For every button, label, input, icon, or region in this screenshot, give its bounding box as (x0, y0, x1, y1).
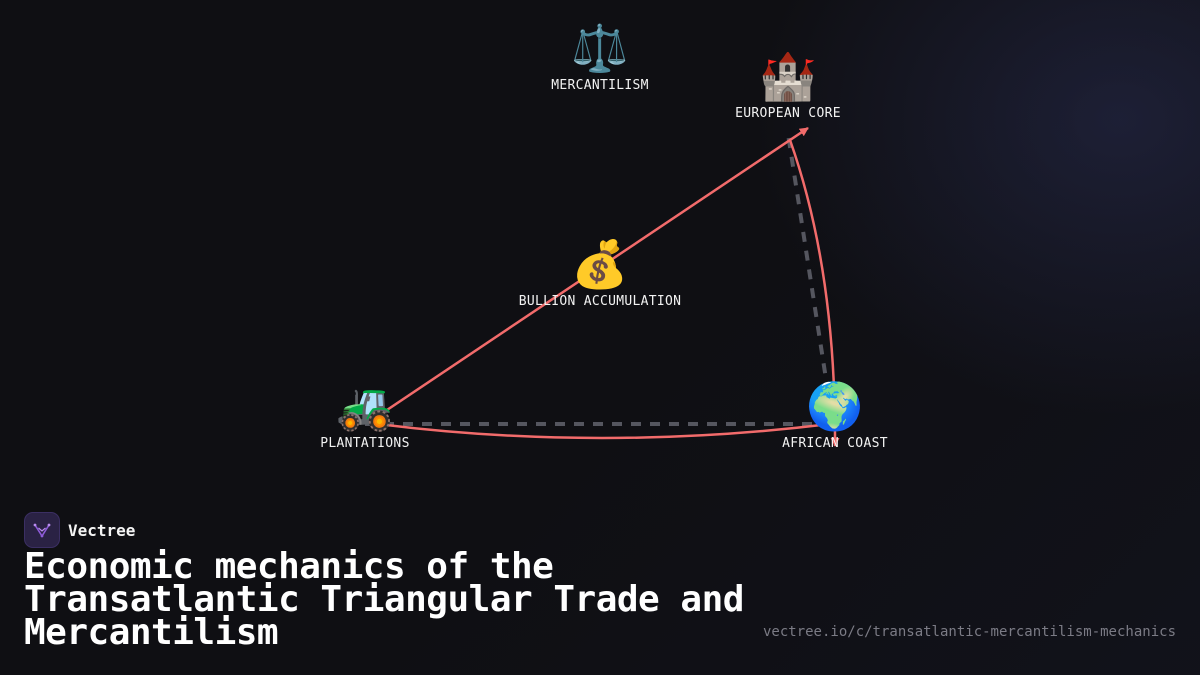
brand-name: Vectree (68, 520, 136, 540)
source-url[interactable]: vectree.io/c/transatlantic-mercantilism-… (762, 624, 1176, 640)
tractor-icon: 🚜 (336, 379, 394, 433)
globe-africa-icon: 🌍 (806, 379, 864, 433)
node-african-coast[interactable]: 🌍 AFRICAN COAST (715, 378, 955, 451)
node-label: BULLION ACCUMULATION (518, 294, 682, 309)
dashed-edge-african-coast-european-core (786, 133, 830, 393)
edge-african-coast-to-plantations (377, 422, 831, 440)
node-bullion-accumulation[interactable]: 💰 BULLION ACCUMULATION (480, 236, 720, 309)
scales-icon: ⚖️ (571, 21, 629, 75)
node-label: AFRICAN COAST (782, 436, 888, 451)
node-european-core[interactable]: 🏰 EUROPEAN CORE (668, 48, 908, 121)
node-label: EUROPEAN CORE (735, 106, 841, 121)
vectree-logo-icon (24, 512, 60, 548)
node-label: MERCANTILISM (551, 78, 649, 93)
castle-icon: 🏰 (759, 49, 817, 103)
node-plantations[interactable]: 🚜 PLANTATIONS (245, 378, 485, 451)
edge-european-core-to-african-coast (788, 139, 840, 447)
brand[interactable]: Vectree (24, 512, 135, 548)
money-bag-icon: 💰 (571, 237, 629, 291)
node-mercantilism[interactable]: ⚖️ MERCANTILISM (480, 20, 720, 93)
page-title: Economic mechanics of the Transatlantic … (24, 546, 744, 653)
node-label: PLANTATIONS (320, 436, 410, 451)
edge-plantations-to-european-core (377, 126, 809, 418)
